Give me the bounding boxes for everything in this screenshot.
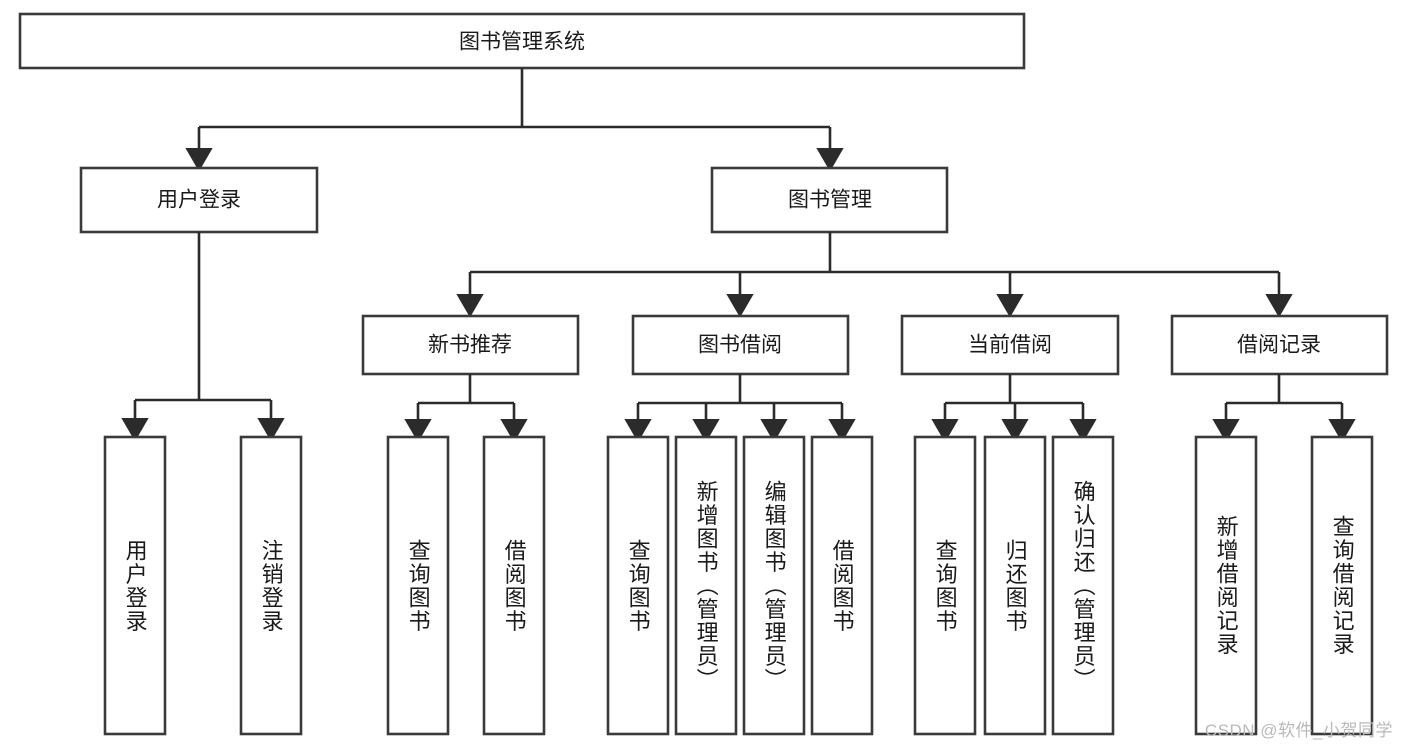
connector-borrow-record-to-leaves bbox=[1212, 374, 1356, 443]
leaf-box-query-book-1[interactable] bbox=[386, 435, 450, 736]
node-new-book-recommend[interactable]: 新书推荐 bbox=[361, 314, 580, 376]
leaf-box-borrow-book-1[interactable] bbox=[482, 435, 546, 736]
leaf-box-query-book-2[interactable] bbox=[606, 435, 670, 736]
connector-root-to-level2 bbox=[185, 68, 844, 172]
node-borrow-record[interactable]: 借阅记录 bbox=[1170, 314, 1389, 376]
node-book-management[interactable]: 图书管理 bbox=[710, 166, 949, 234]
leaf-box-confirm-return[interactable] bbox=[1051, 435, 1115, 736]
leaf-box-add-book[interactable] bbox=[674, 435, 738, 736]
leaf-box-query-book-3[interactable] bbox=[913, 435, 977, 736]
leaf-box-query-record[interactable] bbox=[1310, 435, 1374, 736]
connector-current-borrow-to-leaves bbox=[931, 374, 1097, 443]
connector-new-book-recommend-to-leaves bbox=[404, 374, 528, 443]
connector-user-login-to-leaves bbox=[121, 232, 285, 442]
node-book-borrow-label: 图书借阅 bbox=[698, 334, 782, 357]
node-user-login-label: 用户登录 bbox=[157, 189, 241, 212]
leaf-box-return-book[interactable] bbox=[983, 435, 1047, 736]
node-current-borrow-label: 当前借阅 bbox=[968, 334, 1052, 357]
node-root-label: 图书管理系统 bbox=[459, 31, 585, 54]
leaf-box-add-record[interactable] bbox=[1194, 435, 1258, 736]
node-book-management-label: 图书管理 bbox=[788, 189, 872, 212]
node-borrow-record-label: 借阅记录 bbox=[1237, 334, 1321, 357]
leaf-box-logout-login[interactable] bbox=[239, 435, 303, 736]
csdn-watermark: CSDN @软件_小贺同学 bbox=[1204, 721, 1393, 740]
connector-book-management-to-level3 bbox=[456, 232, 1293, 318]
connector-book-borrow-to-leaves bbox=[624, 374, 856, 443]
node-current-borrow[interactable]: 当前借阅 bbox=[900, 314, 1120, 376]
node-book-borrow[interactable]: 图书借阅 bbox=[631, 314, 850, 376]
leaf-box-user-login[interactable] bbox=[103, 435, 167, 736]
node-new-book-recommend-label: 新书推荐 bbox=[428, 334, 512, 357]
leaf-box-edit-book[interactable] bbox=[742, 435, 806, 736]
node-user-login[interactable]: 用户登录 bbox=[79, 166, 319, 234]
leaf-box-borrow-book-2[interactable] bbox=[810, 435, 874, 736]
node-root[interactable]: 图书管理系统 bbox=[18, 12, 1026, 70]
